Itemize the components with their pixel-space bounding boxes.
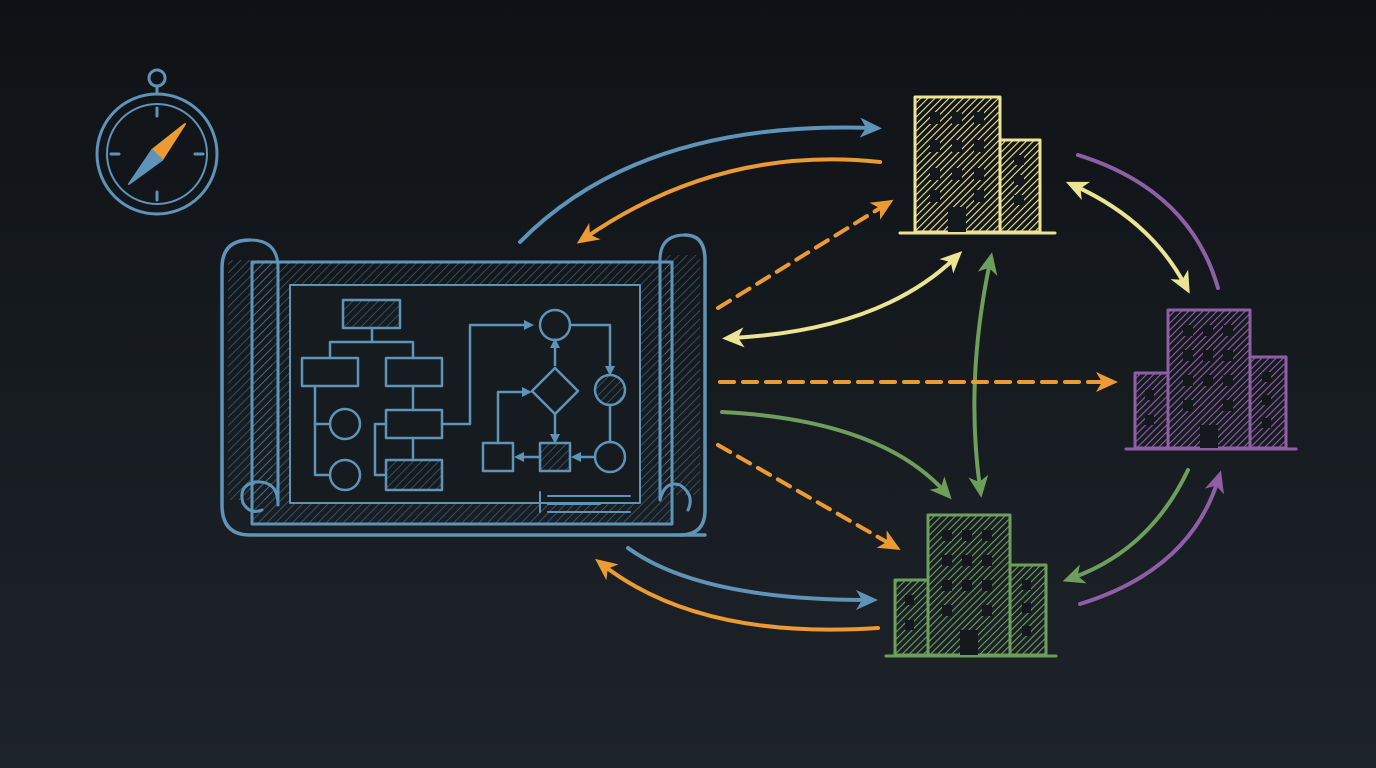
- arrow-purple-bottom: [1078, 470, 1224, 606]
- arrow-green-curve: [720, 410, 952, 500]
- arrow-blue-top: [518, 117, 882, 244]
- building-green: [884, 513, 1058, 658]
- arrow-orange-dashed-1: [716, 199, 894, 310]
- arrow-yellow-right: [1065, 181, 1190, 294]
- building-yellow: [898, 95, 1057, 235]
- connection-arrows: [518, 117, 1224, 632]
- arrow-yellow-double: [722, 251, 963, 348]
- arrow-orange-top: [576, 157, 882, 244]
- blueprint-scroll: [220, 233, 707, 537]
- arrow-orange-bottom: [595, 558, 880, 632]
- arrow-orange-dashed-3: [716, 443, 901, 550]
- flowchart-icon: [300, 298, 631, 513]
- compass-icon: [95, 68, 219, 216]
- building-purple: [1124, 308, 1298, 451]
- arrow-green-vertical: [968, 252, 998, 498]
- arrow-green-right: [1062, 468, 1190, 584]
- arrow-blue-bottom: [626, 546, 878, 610]
- arrow-purple-top: [1076, 153, 1220, 290]
